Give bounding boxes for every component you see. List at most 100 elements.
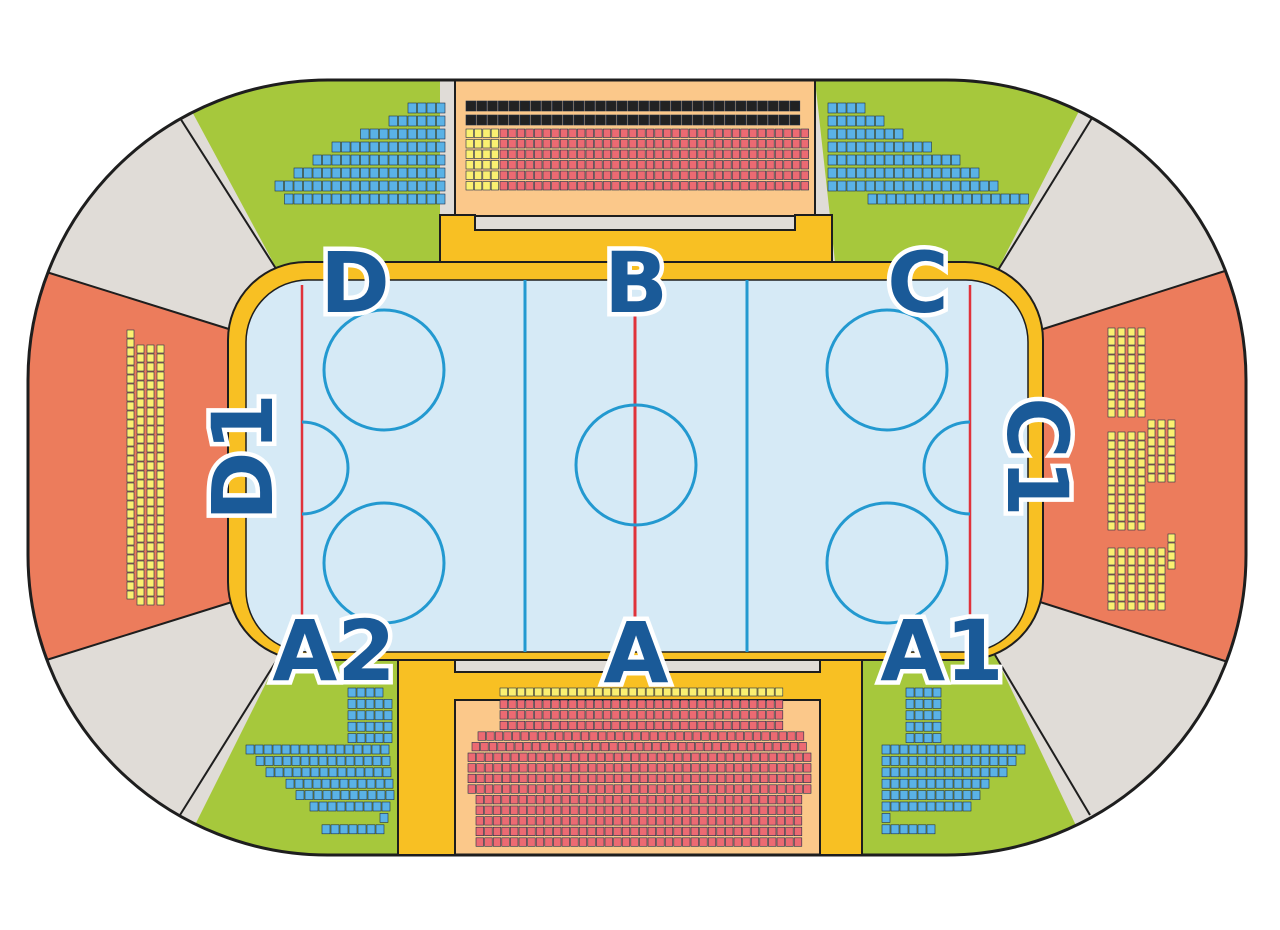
seat[interactable]	[136, 344, 145, 354]
seat[interactable]	[604, 805, 613, 815]
seat[interactable]	[611, 139, 620, 149]
seat[interactable]	[596, 826, 605, 837]
seat[interactable]	[126, 527, 135, 537]
seat[interactable]	[525, 687, 534, 697]
seat[interactable]	[1167, 473, 1176, 483]
seat[interactable]	[555, 731, 564, 741]
seat[interactable]	[527, 752, 537, 762]
seat[interactable]	[508, 160, 517, 170]
seat[interactable]	[426, 115, 436, 127]
seat[interactable]	[680, 699, 689, 709]
seat[interactable]	[602, 128, 612, 138]
seat[interactable]	[664, 805, 674, 815]
seat[interactable]	[674, 752, 683, 762]
seat[interactable]	[604, 795, 613, 805]
seat[interactable]	[488, 742, 498, 752]
seat[interactable]	[717, 752, 726, 762]
seat[interactable]	[837, 141, 847, 153]
seat[interactable]	[792, 181, 801, 191]
seat[interactable]	[794, 752, 803, 762]
seat[interactable]	[474, 170, 483, 180]
seat[interactable]	[671, 181, 680, 191]
seat[interactable]	[467, 784, 476, 794]
seat[interactable]	[729, 742, 738, 752]
seat[interactable]	[944, 767, 954, 778]
seat[interactable]	[579, 752, 588, 762]
seat[interactable]	[383, 710, 393, 721]
seat[interactable]	[345, 756, 355, 766]
seat[interactable]	[647, 805, 656, 815]
seat[interactable]	[585, 181, 594, 191]
seat[interactable]	[484, 816, 493, 826]
seat[interactable]	[510, 784, 519, 794]
seat[interactable]	[527, 763, 537, 773]
seat[interactable]	[1107, 503, 1116, 513]
seat[interactable]	[534, 710, 543, 720]
seat[interactable]	[794, 773, 803, 784]
seat[interactable]	[688, 687, 698, 697]
section-label-a2[interactable]: A2	[268, 598, 400, 705]
seat[interactable]	[932, 733, 942, 743]
seat[interactable]	[768, 773, 777, 784]
seat[interactable]	[751, 752, 760, 762]
seat[interactable]	[697, 181, 706, 191]
seat[interactable]	[265, 767, 275, 778]
seat[interactable]	[1117, 547, 1126, 557]
seat[interactable]	[827, 180, 837, 192]
seat[interactable]	[905, 733, 915, 743]
seat[interactable]	[768, 826, 777, 837]
seat[interactable]	[1167, 560, 1176, 570]
seat[interactable]	[837, 167, 847, 179]
seat[interactable]	[846, 128, 856, 140]
seat[interactable]	[774, 181, 784, 191]
seat[interactable]	[611, 687, 620, 697]
seat[interactable]	[620, 699, 629, 709]
seat[interactable]	[503, 731, 512, 741]
seat[interactable]	[666, 731, 676, 741]
seat[interactable]	[622, 763, 631, 773]
seat[interactable]	[379, 167, 389, 179]
seat[interactable]	[725, 805, 734, 815]
seat[interactable]	[605, 763, 614, 773]
section-label-d[interactable]: D	[316, 230, 395, 337]
seat[interactable]	[776, 826, 785, 837]
seat[interactable]	[407, 180, 417, 192]
seat[interactable]	[552, 100, 563, 112]
seat[interactable]	[516, 128, 526, 138]
seat[interactable]	[156, 542, 165, 552]
seat[interactable]	[639, 837, 648, 847]
seat[interactable]	[383, 733, 393, 743]
seat[interactable]	[559, 699, 569, 709]
seat[interactable]	[654, 149, 663, 159]
seat[interactable]	[671, 699, 680, 709]
seat[interactable]	[690, 795, 699, 805]
seat[interactable]	[383, 699, 393, 709]
seat[interactable]	[1117, 467, 1126, 477]
seat[interactable]	[426, 141, 436, 153]
seat[interactable]	[559, 687, 569, 697]
seat[interactable]	[611, 720, 620, 731]
seat[interactable]	[369, 141, 379, 153]
seat[interactable]	[663, 710, 672, 720]
seat[interactable]	[656, 784, 666, 794]
seat[interactable]	[731, 149, 741, 159]
seat[interactable]	[611, 699, 620, 709]
seat[interactable]	[621, 837, 631, 847]
seat[interactable]	[905, 687, 915, 698]
seat[interactable]	[510, 837, 519, 847]
seat[interactable]	[914, 710, 924, 721]
seat[interactable]	[707, 795, 717, 805]
seat[interactable]	[508, 139, 517, 149]
seat[interactable]	[136, 452, 145, 462]
seat[interactable]	[156, 344, 165, 354]
seat[interactable]	[322, 193, 332, 205]
seat[interactable]	[714, 710, 723, 720]
seat[interactable]	[518, 826, 527, 837]
seat[interactable]	[1157, 437, 1166, 447]
seat[interactable]	[426, 128, 436, 140]
seat[interactable]	[398, 141, 408, 153]
seat[interactable]	[1127, 327, 1136, 337]
seat[interactable]	[1127, 521, 1136, 531]
seat[interactable]	[649, 731, 658, 741]
seat[interactable]	[549, 742, 558, 752]
